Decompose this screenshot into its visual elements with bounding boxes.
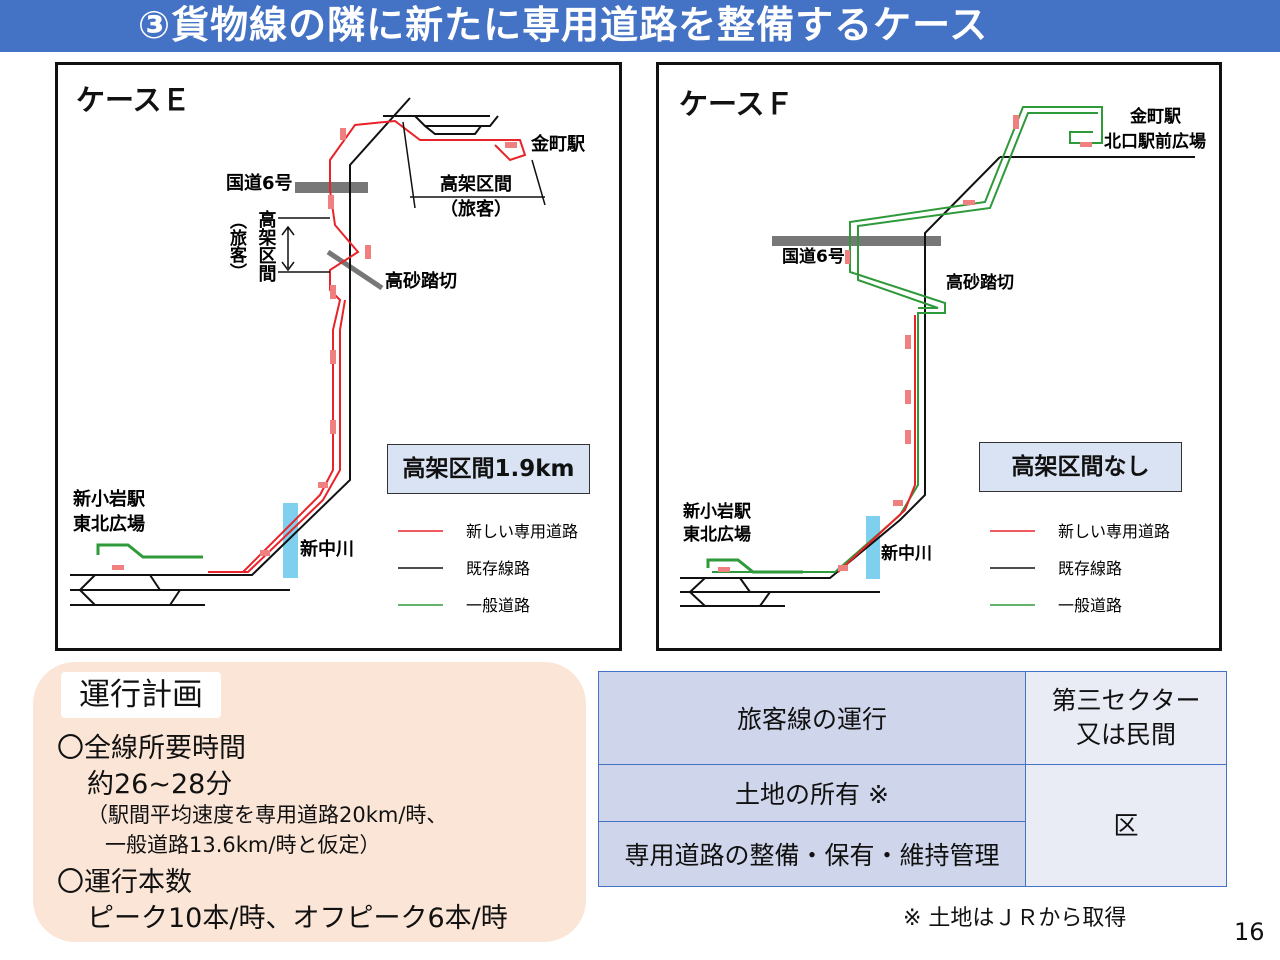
bus-stops <box>718 115 1092 572</box>
route6-bar <box>772 236 941 246</box>
plan-line: （駅間平均速度を専用道路20km/時、 <box>87 803 448 827</box>
label-elevated-horizontal: 高架区間 <box>440 173 512 195</box>
case-f-map: 金町駅 北口駅前広場 国道6号 高砂踏切 新小岩駅 東北広場 新中川 新しい専用… <box>680 106 1206 615</box>
plan-line: 一般道路13.6km/時と仮定） <box>105 833 381 857</box>
label-kanamachi: 金町駅 <box>530 133 586 155</box>
route6-bar <box>295 182 368 193</box>
case-e-label: ケースＥ <box>76 83 191 117</box>
label-elevated-vertical: 高架区間 <box>256 209 277 283</box>
new-dedicated-road <box>837 315 916 573</box>
label-crossing: 高砂踏切 <box>385 270 457 292</box>
existing-rail <box>785 156 1195 579</box>
label-tohoku-hiroba: 東北広場 <box>73 513 145 535</box>
kanamachi-tracks <box>383 115 499 135</box>
elevated-dimension-vertical <box>278 217 330 273</box>
legend-general-road: 一般道路 <box>1058 596 1122 615</box>
legend-new-road: 新しい専用道路 <box>466 522 578 541</box>
case-e-map: 金町駅 国道6号 高架区間 （旅客） 高架区間 （旅客） 高砂踏切 新小岩駅 東… <box>70 97 586 615</box>
station-tracks <box>70 574 290 606</box>
slide-title: ③貨物線の隣に新たに専用道路を整備するケース <box>0 0 1280 52</box>
bus-stops <box>112 128 517 570</box>
label-kanamachi: 金町駅 <box>1129 106 1182 127</box>
table-cell-line: 又は民間 <box>1075 720 1176 749</box>
new-road-green-second-lane <box>857 112 1098 309</box>
responsibility-table: 旅客線の運行 第三セクター又は民間 土地の所有 ※ 区 専用道路の整備・保有・維… <box>598 671 1227 887</box>
table-cell: 旅客線の運行 <box>598 671 1026 765</box>
legend-existing-rail: 既存線路 <box>466 559 530 578</box>
label-route6: 国道6号 <box>782 246 845 267</box>
legend-new-road: 新しい専用道路 <box>1058 522 1170 541</box>
table-cell: 区 <box>1025 764 1227 887</box>
plan-title: 運行計画 <box>61 672 221 718</box>
label-shinnakagawa: 新中川 <box>881 543 932 564</box>
label-north-exit-plaza: 北口駅前広場 <box>1104 131 1206 152</box>
case-f-label: ケースＦ <box>679 87 794 121</box>
case-e-callout: 高架区間1.9km <box>387 444 590 494</box>
crossing-road <box>326 249 384 291</box>
table-cell-line: 第三セクター <box>1051 686 1201 715</box>
page-number: 16 <box>1234 918 1265 946</box>
footnote: ※ 土地はＪＲから取得 <box>903 906 1127 931</box>
plan-line: 〇運行本数 <box>57 867 192 898</box>
label-shinkoiwa: 新小岩駅 <box>73 488 146 510</box>
label-tohoku-hiroba: 東北広場 <box>683 524 751 545</box>
label-shinnakagawa: 新中川 <box>300 538 354 560</box>
table-cell: 専用道路の整備・保有・維持管理 <box>598 821 1026 887</box>
shinnakagawa-river <box>283 503 298 578</box>
table-cell: 土地の所有 ※ <box>598 764 1026 822</box>
label-crossing: 高砂踏切 <box>946 272 1014 293</box>
general-road <box>96 543 203 559</box>
label-route6: 国道6号 <box>226 172 293 194</box>
label-elevated-vertical-passenger: （旅客） <box>226 212 248 280</box>
operation-plan-box: 運行計画 〇全線所要時間 約26~28分 （駅間平均速度を専用道路20km/時、… <box>33 662 586 942</box>
case-e-panel: 金町駅 国道6号 高架区間 （旅客） 高架区間 （旅客） 高砂踏切 新小岩駅 東… <box>55 62 622 651</box>
plan-line: 〇全線所要時間 <box>57 733 246 764</box>
case-f-callout: 高架区間なし <box>979 442 1182 492</box>
shinnakagawa-river <box>866 516 880 579</box>
station-tracks <box>680 577 880 607</box>
plan-line: ピーク10本/時、オフピーク6本/時 <box>87 903 508 934</box>
new-dedicated-road-second-lane <box>215 299 346 573</box>
existing-rail <box>205 97 411 576</box>
elevated-dimension-horizontal <box>402 121 546 209</box>
case-f-panel: 金町駅 北口駅前広場 国道6号 高砂踏切 新小岩駅 東北広場 新中川 新しい専用… <box>656 62 1222 651</box>
plan-line: 約26~28分 <box>87 769 233 800</box>
label-shinkoiwa: 新小岩駅 <box>683 501 752 522</box>
label-elevated-passenger: （旅客） <box>440 198 512 220</box>
legend-existing-rail: 既存線路 <box>1058 559 1122 578</box>
legend-general-road: 一般道路 <box>466 596 530 615</box>
new-dedicated-road <box>208 119 527 573</box>
table-cell: 第三セクター又は民間 <box>1025 671 1227 765</box>
